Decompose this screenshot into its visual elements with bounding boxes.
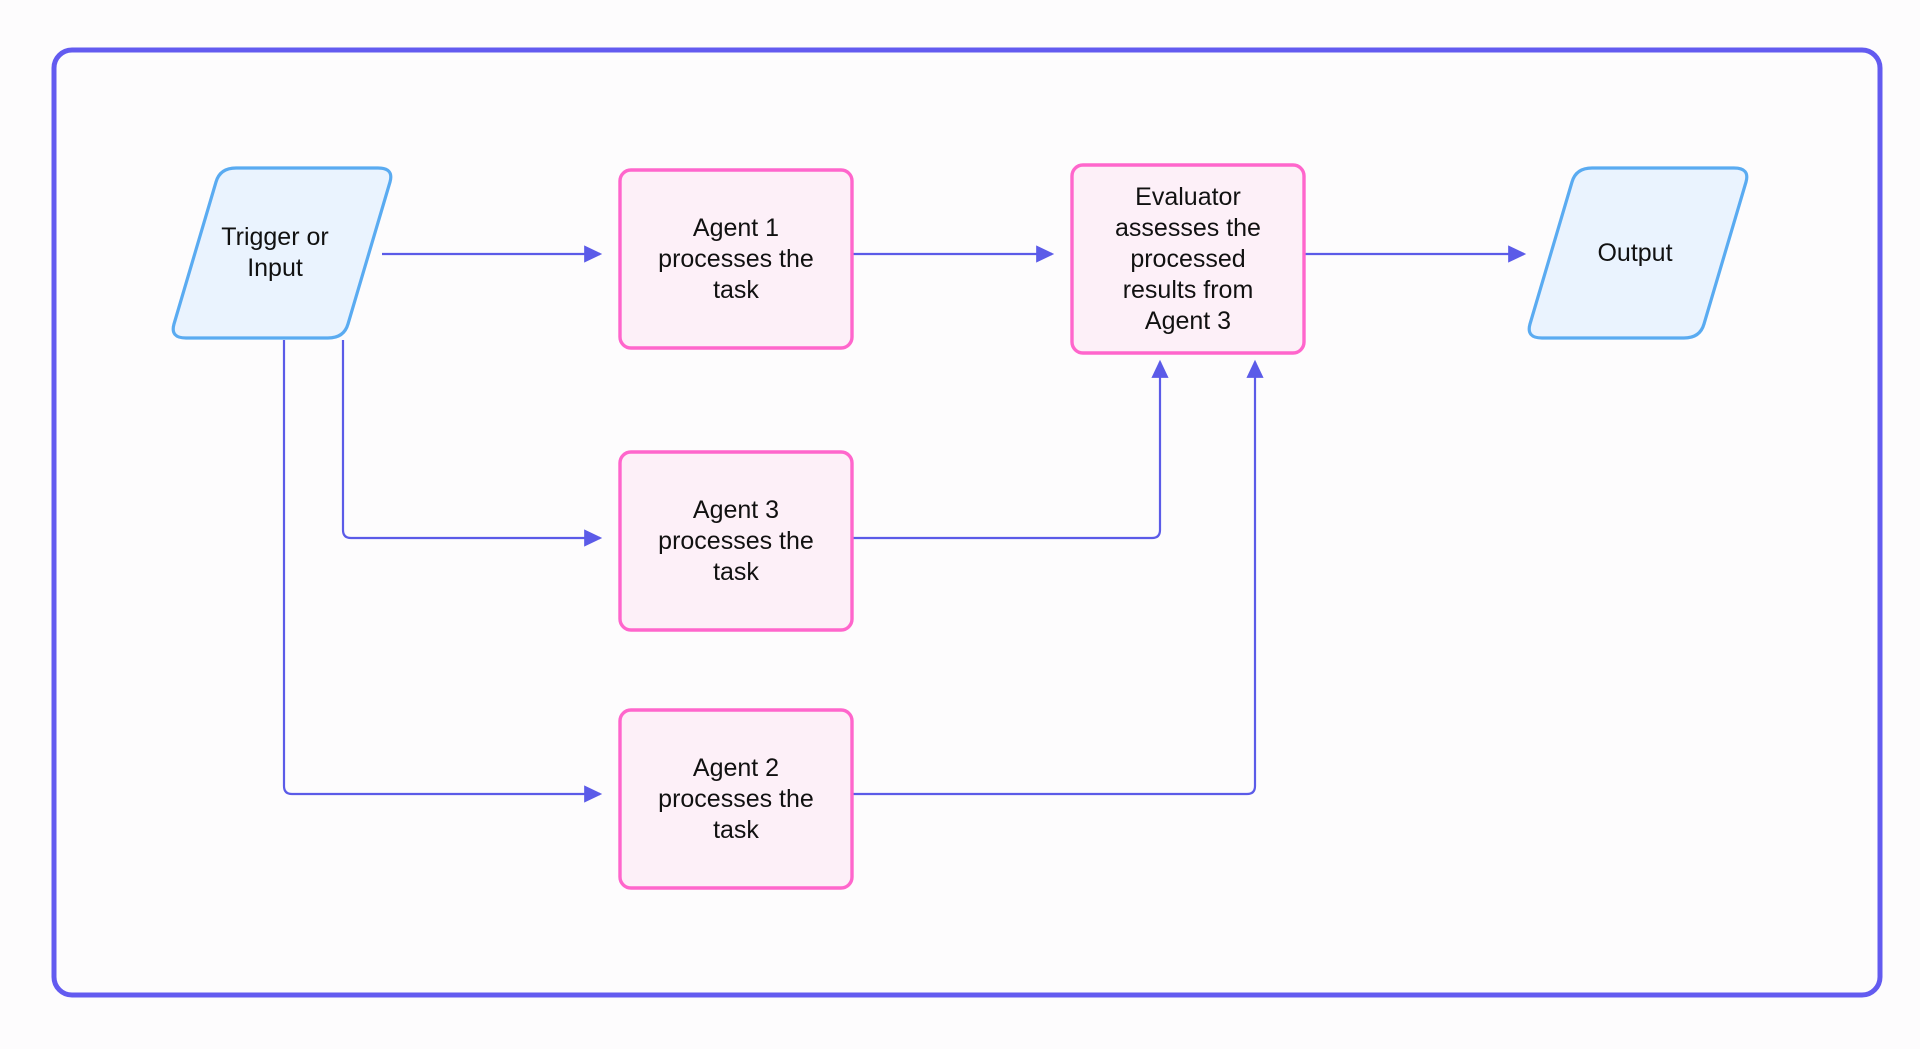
edge-agent3-to-evaluator	[852, 359, 1169, 540]
edge-agent2-to-evaluator	[852, 359, 1264, 796]
output-node[interactable]	[1527, 166, 1749, 340]
node-layer	[171, 163, 1749, 890]
edge-trigger-to-agent2	[282, 340, 603, 803]
edge-layer	[282, 245, 1527, 803]
agent-3-node[interactable]	[618, 450, 854, 632]
agent-2-node[interactable]	[618, 708, 854, 890]
outer-frame	[51, 47, 1883, 998]
evaluator-node[interactable]	[1070, 163, 1306, 355]
trigger-or-input-node[interactable]	[171, 166, 393, 340]
edge-trigger-to-agent3	[341, 340, 603, 547]
agent-1-node[interactable]	[618, 168, 854, 350]
